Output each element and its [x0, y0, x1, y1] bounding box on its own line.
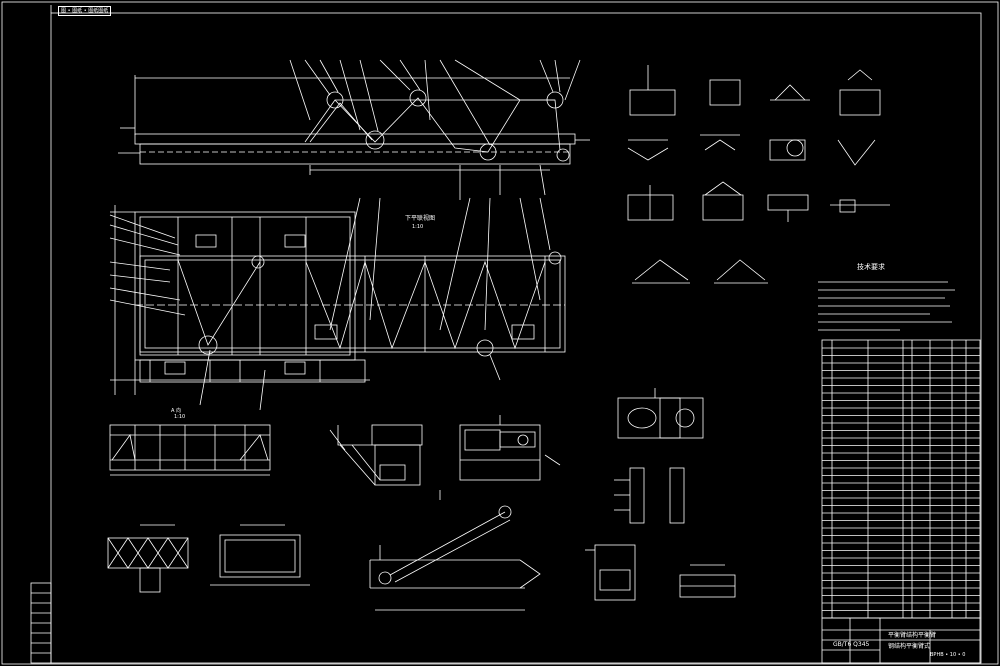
- view-scale-a: 1:10: [174, 414, 186, 420]
- view-title-a: A 向: [171, 408, 182, 414]
- detail-view-plate-pair: [614, 467, 685, 524]
- elevation-view-top: [118, 59, 590, 200]
- left-revision-strip: [30, 582, 52, 664]
- detail-view-hinge-bracket: [329, 424, 441, 500]
- detail-view-bracket-x: [107, 524, 189, 593]
- drawing-frame-inner: [50, 12, 982, 664]
- drawing-number: BPHB • 10 • 0: [930, 652, 966, 658]
- drawing-subtitle: 钢结构平衡臂式: [888, 643, 931, 650]
- tech-requirements-title: 技术要求: [857, 263, 885, 271]
- detail-view-joint-section: [585, 544, 736, 601]
- view-title-lower-chord: 下平联视图: [405, 215, 436, 222]
- plan-view-lower-chord: [109, 197, 566, 411]
- parts-list-table: [821, 339, 981, 619]
- section-view-a: [109, 424, 271, 476]
- title-block: [821, 617, 981, 664]
- drawing-title: 平衡臂结构平衡臂: [888, 632, 937, 639]
- detail-view-box-section: [210, 524, 310, 586]
- corner-tag: 图 • 图纸 • 图纸图纸: [58, 6, 112, 16]
- tech-requirements-text-lines: [818, 281, 955, 331]
- weld-detail-grid: [627, 65, 890, 284]
- detail-view-lug: [617, 388, 704, 439]
- detail-view-diagonal-brace: [369, 505, 541, 611]
- detail-view-pin-plate: [459, 415, 561, 481]
- view-scale-lower-chord: 1:10: [412, 224, 424, 230]
- material-standard: GB/T6 Q345: [833, 641, 870, 648]
